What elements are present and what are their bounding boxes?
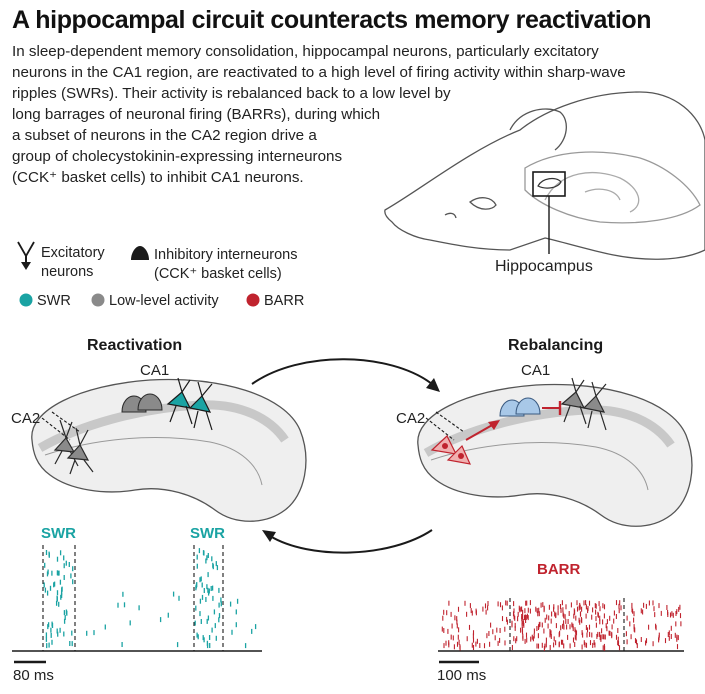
- panel-title-rebalancing: Rebalancing: [508, 337, 604, 354]
- low-activity-dot-icon: [91, 293, 105, 307]
- ca2-label-left: CA2: [11, 410, 41, 427]
- legend-excitatory-line1: Excitatory: [41, 245, 105, 261]
- description-line: (CCK⁺ basket cells) to inhibit CA1 neuro…: [12, 169, 304, 186]
- description-line: In sleep-dependent memory consolidation,…: [12, 43, 599, 60]
- legend-excitatory: Excitatory neurons: [41, 244, 105, 282]
- ca1-neurons-right: [560, 377, 607, 431]
- legend-inhibitory-line2: (CCK⁺ basket cells): [154, 266, 282, 282]
- description-line: ripples (SWRs). Their activity is rebala…: [12, 85, 451, 102]
- figure-title: A hippocampal circuit counteracts memory…: [12, 6, 652, 34]
- legend-swr-label: SWR: [37, 293, 71, 309]
- panel-title-reactivation: Reactivation: [87, 337, 183, 354]
- ca2-barr-neurons-right: [430, 435, 472, 465]
- barr-dot-icon: [246, 293, 260, 307]
- raster-left: [12, 545, 262, 652]
- description-line: neurons in the CA1 region, are reactivat…: [12, 64, 626, 81]
- excitatory-neuron-icon: [17, 241, 35, 270]
- swr-dot-icon: [19, 293, 33, 307]
- hippocampus-label: Hippocampus: [495, 258, 593, 275]
- raster-right: [438, 598, 684, 652]
- legend-low-label: Low-level activity: [109, 293, 219, 309]
- description-line: group of cholecystokinin-expressing inte…: [12, 148, 343, 165]
- scale-label-right: 100 ms: [437, 667, 487, 684]
- inhibitory-interneuron-icon: [131, 246, 149, 260]
- raster-barr-label: BARR: [537, 561, 581, 578]
- raster-swr-label-2: SWR: [190, 525, 225, 542]
- ca1-low-neurons-left: [121, 393, 163, 413]
- scale-label-left: 80 ms: [13, 667, 54, 684]
- forward-arrow: [251, 358, 440, 392]
- hippocampus-right: [417, 383, 693, 527]
- return-arrow: [262, 529, 433, 554]
- ca1-label-right: CA1: [521, 362, 551, 379]
- ca2-label-right: CA2: [396, 410, 426, 427]
- rat-head-illustration: [384, 91, 705, 260]
- cck-basket-cells-right: [499, 397, 541, 417]
- raster-swr-label-1: SWR: [41, 525, 76, 542]
- legend-inhibitory-line1: Inhibitory interneurons: [154, 247, 298, 263]
- hippocampus-callout: [532, 171, 566, 254]
- inhibition-marker: [542, 401, 562, 415]
- ca1-label-left: CA1: [140, 362, 170, 379]
- excitation-arrow: [465, 420, 500, 441]
- description-line: a subset of neurons in the CA2 region dr…: [12, 127, 317, 144]
- ca1-swr-neurons-left: [166, 377, 213, 431]
- legend-inhibitory: Inhibitory interneurons (CCK⁺ basket cel…: [154, 246, 297, 284]
- description-line: long barrages of neuronal firing (BARRs)…: [12, 106, 381, 123]
- legend-barr-label: BARR: [264, 293, 305, 309]
- ca2-neurons-left: [53, 419, 94, 475]
- legend-excitatory-line2: neurons: [41, 264, 94, 280]
- description-text: In sleep-dependent memory consolidation,…: [12, 41, 702, 188]
